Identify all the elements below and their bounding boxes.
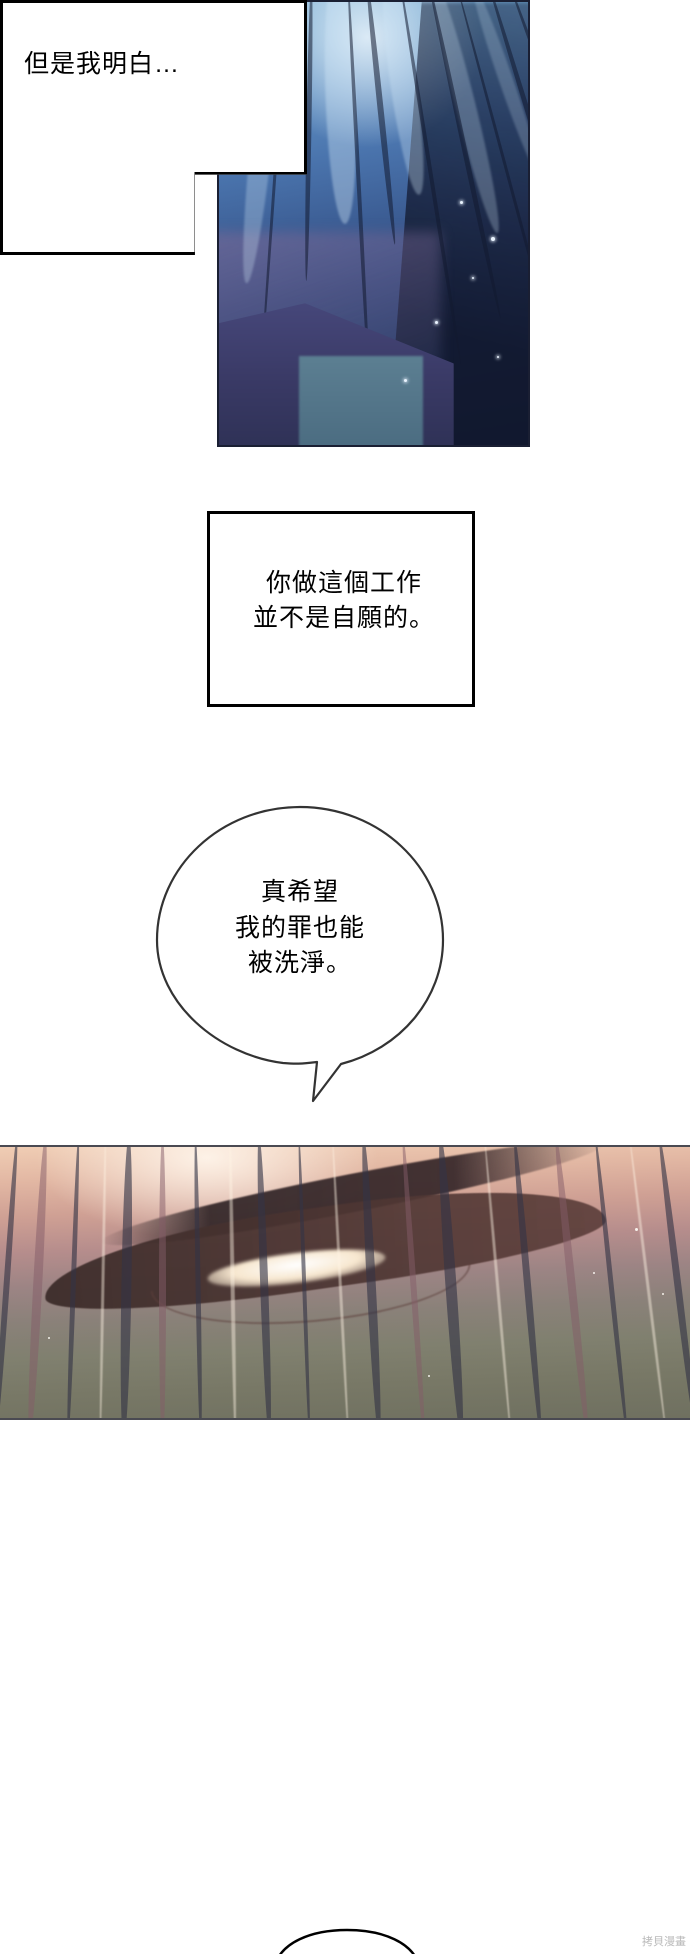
sparkle-icon [490, 236, 495, 241]
sparkle-icon [404, 378, 408, 382]
sparkle-icon [472, 276, 475, 279]
hair-strand [510, 1147, 545, 1418]
speech-bubble-next [272, 1928, 422, 1954]
hair-strand [25, 1147, 51, 1418]
comic-panel-top [217, 0, 530, 447]
hair-strand [593, 1147, 631, 1418]
watermark: 拷貝漫畫 [642, 1936, 686, 1948]
dialogue-box-one-text: 但是我明白… [24, 50, 181, 78]
sparkle-icon [460, 201, 464, 205]
sparkle-icon [497, 356, 500, 359]
hair-strand [0, 1147, 20, 1418]
sparkle-icon [48, 1336, 51, 1339]
sparkle-icon [427, 1374, 430, 1377]
comic-panel-bottom [0, 1145, 690, 1420]
hair-strand [158, 1147, 166, 1418]
sparkle-icon [435, 320, 439, 324]
hair-strand [552, 1147, 592, 1418]
speech-bubble-round-text: 真希望 我的罪也能 被洗淨。 [234, 878, 365, 977]
hair-highlight [627, 1147, 668, 1418]
sparkle-icon [662, 1293, 665, 1296]
dialogue-box-two-text: 你做這個工作 並不是自願的。 [252, 569, 435, 632]
dialogue-box-two: 你做這個工作 並不是自願的。 [207, 511, 475, 707]
sparkle-icon [593, 1271, 596, 1274]
hair-highlight [483, 1147, 513, 1418]
speech-bubble-round: 真希望 我的罪也能 被洗淨。 [155, 805, 445, 1145]
character-neck [299, 356, 423, 445]
sparkle-icon [634, 1228, 638, 1232]
hair-strand [655, 1147, 690, 1418]
